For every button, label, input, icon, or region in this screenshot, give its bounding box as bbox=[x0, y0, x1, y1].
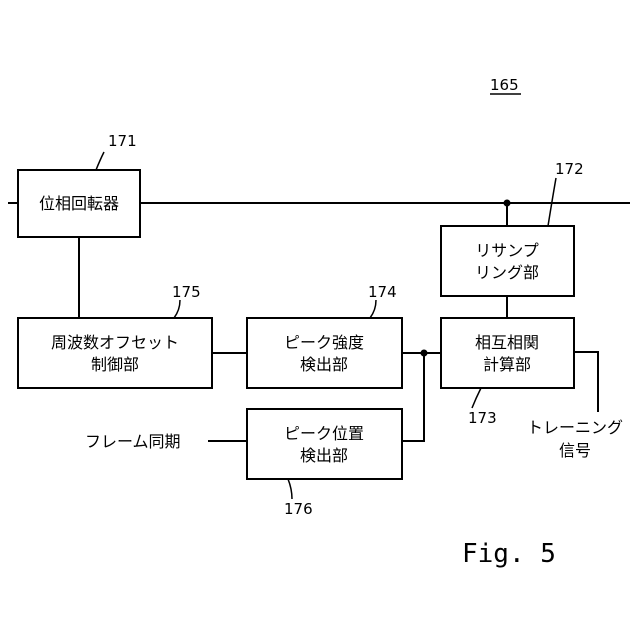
ref-173: 173 bbox=[468, 409, 497, 427]
ref-175: 175 bbox=[172, 283, 201, 301]
resampling-label-line1: リサンプ bbox=[475, 241, 539, 260]
training-signal-label-line1: トレーニング bbox=[527, 418, 623, 437]
training-signal-line bbox=[574, 352, 598, 412]
ref-172: 172 bbox=[555, 160, 584, 178]
ref-171-leader bbox=[96, 152, 104, 170]
cross-correlation-label-line1: 相互相関 bbox=[475, 333, 539, 352]
peak-strength-label-line1: ピーク強度 bbox=[284, 333, 364, 352]
ref-174: 174 bbox=[368, 283, 397, 301]
correlation-to-position-line bbox=[402, 353, 424, 441]
ref-176-leader bbox=[288, 479, 292, 499]
peak-position-label-line2: 検出部 bbox=[300, 446, 348, 465]
freq-offset-label-line2: 制御部 bbox=[91, 355, 139, 374]
resampling-label-line2: リング部 bbox=[475, 263, 539, 282]
peak-strength-label-line2: 検出部 bbox=[300, 355, 348, 374]
ref-176: 176 bbox=[284, 500, 313, 518]
branch-junction-dot bbox=[504, 200, 511, 207]
ref-174-leader bbox=[370, 300, 376, 318]
phase-rotator-label: 位相回転器 bbox=[39, 194, 119, 213]
resampling-block bbox=[441, 226, 574, 296]
peak-position-label-line1: ピーク位置 bbox=[284, 424, 364, 443]
figure-ref-number: 165 bbox=[490, 76, 519, 94]
peak-position-block bbox=[247, 409, 402, 479]
ref-175-leader bbox=[174, 300, 180, 318]
frame-sync-label: フレーム同期 bbox=[85, 432, 181, 451]
cross-correlation-label-line2: 計算部 bbox=[483, 355, 531, 374]
training-signal-label-line2: 信号 bbox=[559, 441, 591, 460]
freq-offset-block bbox=[18, 318, 212, 388]
ref-171: 171 bbox=[108, 132, 137, 150]
cross-correlation-block bbox=[441, 318, 574, 388]
peak-strength-block bbox=[247, 318, 402, 388]
ref-173-leader bbox=[472, 388, 481, 408]
figure-caption: Fig. 5 bbox=[462, 539, 556, 569]
freq-offset-label-line1: 周波数オフセット bbox=[51, 333, 179, 352]
